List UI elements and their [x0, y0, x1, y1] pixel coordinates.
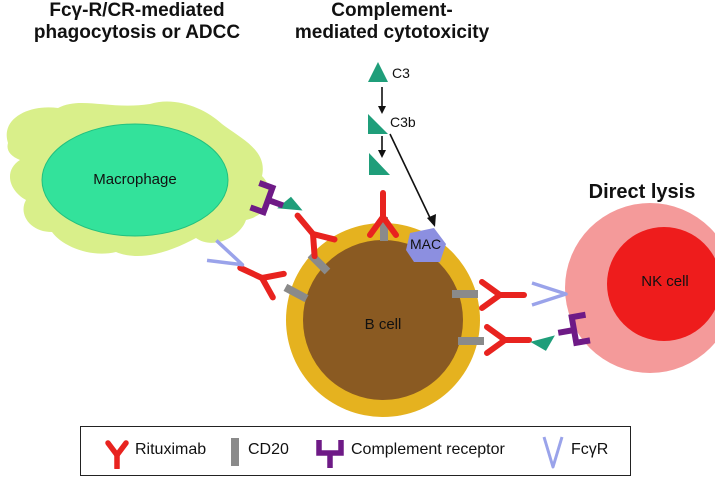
arrowhead-c3b-mac: [427, 214, 436, 227]
arrowhead-c3-c3b: [378, 106, 386, 114]
arrowhead-c3b-antibody: [378, 150, 386, 158]
b-cell-inner: [303, 240, 463, 400]
macrophage-nucleus: [41, 123, 229, 237]
heading-center: Complement- mediated cytotoxicity: [272, 0, 512, 44]
cd20-right-upper: [452, 290, 478, 298]
heading-left-line1: Fcγ-R/CR-mediated: [49, 0, 225, 21]
b-cell-label: B cell: [364, 316, 402, 333]
macrophage-label: Macrophage: [93, 171, 177, 188]
nk-cell-label: NK cell: [641, 273, 689, 290]
mac-complex: [406, 228, 446, 262]
c3b-on-top-antibody: [369, 153, 390, 175]
b-cell: [286, 223, 480, 417]
c3-label: C3: [392, 65, 410, 81]
heading-left: Fcγ-R/CR-mediated phagocytosis or ADCC: [6, 0, 268, 44]
heading-center-line2: mediated cytotoxicity: [294, 22, 490, 43]
legend-rituximab-icon: [105, 440, 129, 469]
macrophage: [6, 101, 270, 257]
c3b-fragment: [368, 114, 388, 134]
arrow-c3b-to-mac: [389, 133, 433, 223]
legend-cd20-label: CD20: [248, 441, 289, 458]
heading-right: Direct lysis: [588, 181, 696, 203]
mac-label: MAC: [410, 236, 442, 252]
legend-fcgr-label: FcγR: [571, 441, 609, 458]
fcgr-nk: [530, 281, 568, 307]
cd20-right-lower: [458, 337, 484, 345]
heading-left-line2: phagocytosis or ADCC: [33, 22, 241, 43]
c3b-on-right-antibody: [530, 335, 555, 351]
nk-cell-inner: [607, 227, 715, 341]
legend-complement-receptor-label: Complement receptor: [351, 441, 505, 458]
rituximab-right-lower: [487, 327, 529, 353]
c3b-on-left-antibody: [277, 196, 303, 211]
legend-rituximab-label: Rituximab: [135, 441, 207, 458]
cd20-left: [283, 283, 309, 303]
legend: Rituximab CD20 Complement receptor FcγR: [80, 426, 631, 476]
cd20-top: [380, 217, 388, 241]
rituximab-right-upper: [482, 282, 524, 308]
c3b-label: C3b: [390, 114, 416, 130]
c3-triangle: [368, 62, 388, 82]
legend-fcgr-icon: [542, 436, 564, 469]
legend-cd20-icon: [231, 438, 239, 466]
legend-complement-receptor-icon: [316, 440, 344, 468]
nk-cell: [565, 203, 715, 373]
heading-center-line1: Complement-: [331, 0, 453, 21]
